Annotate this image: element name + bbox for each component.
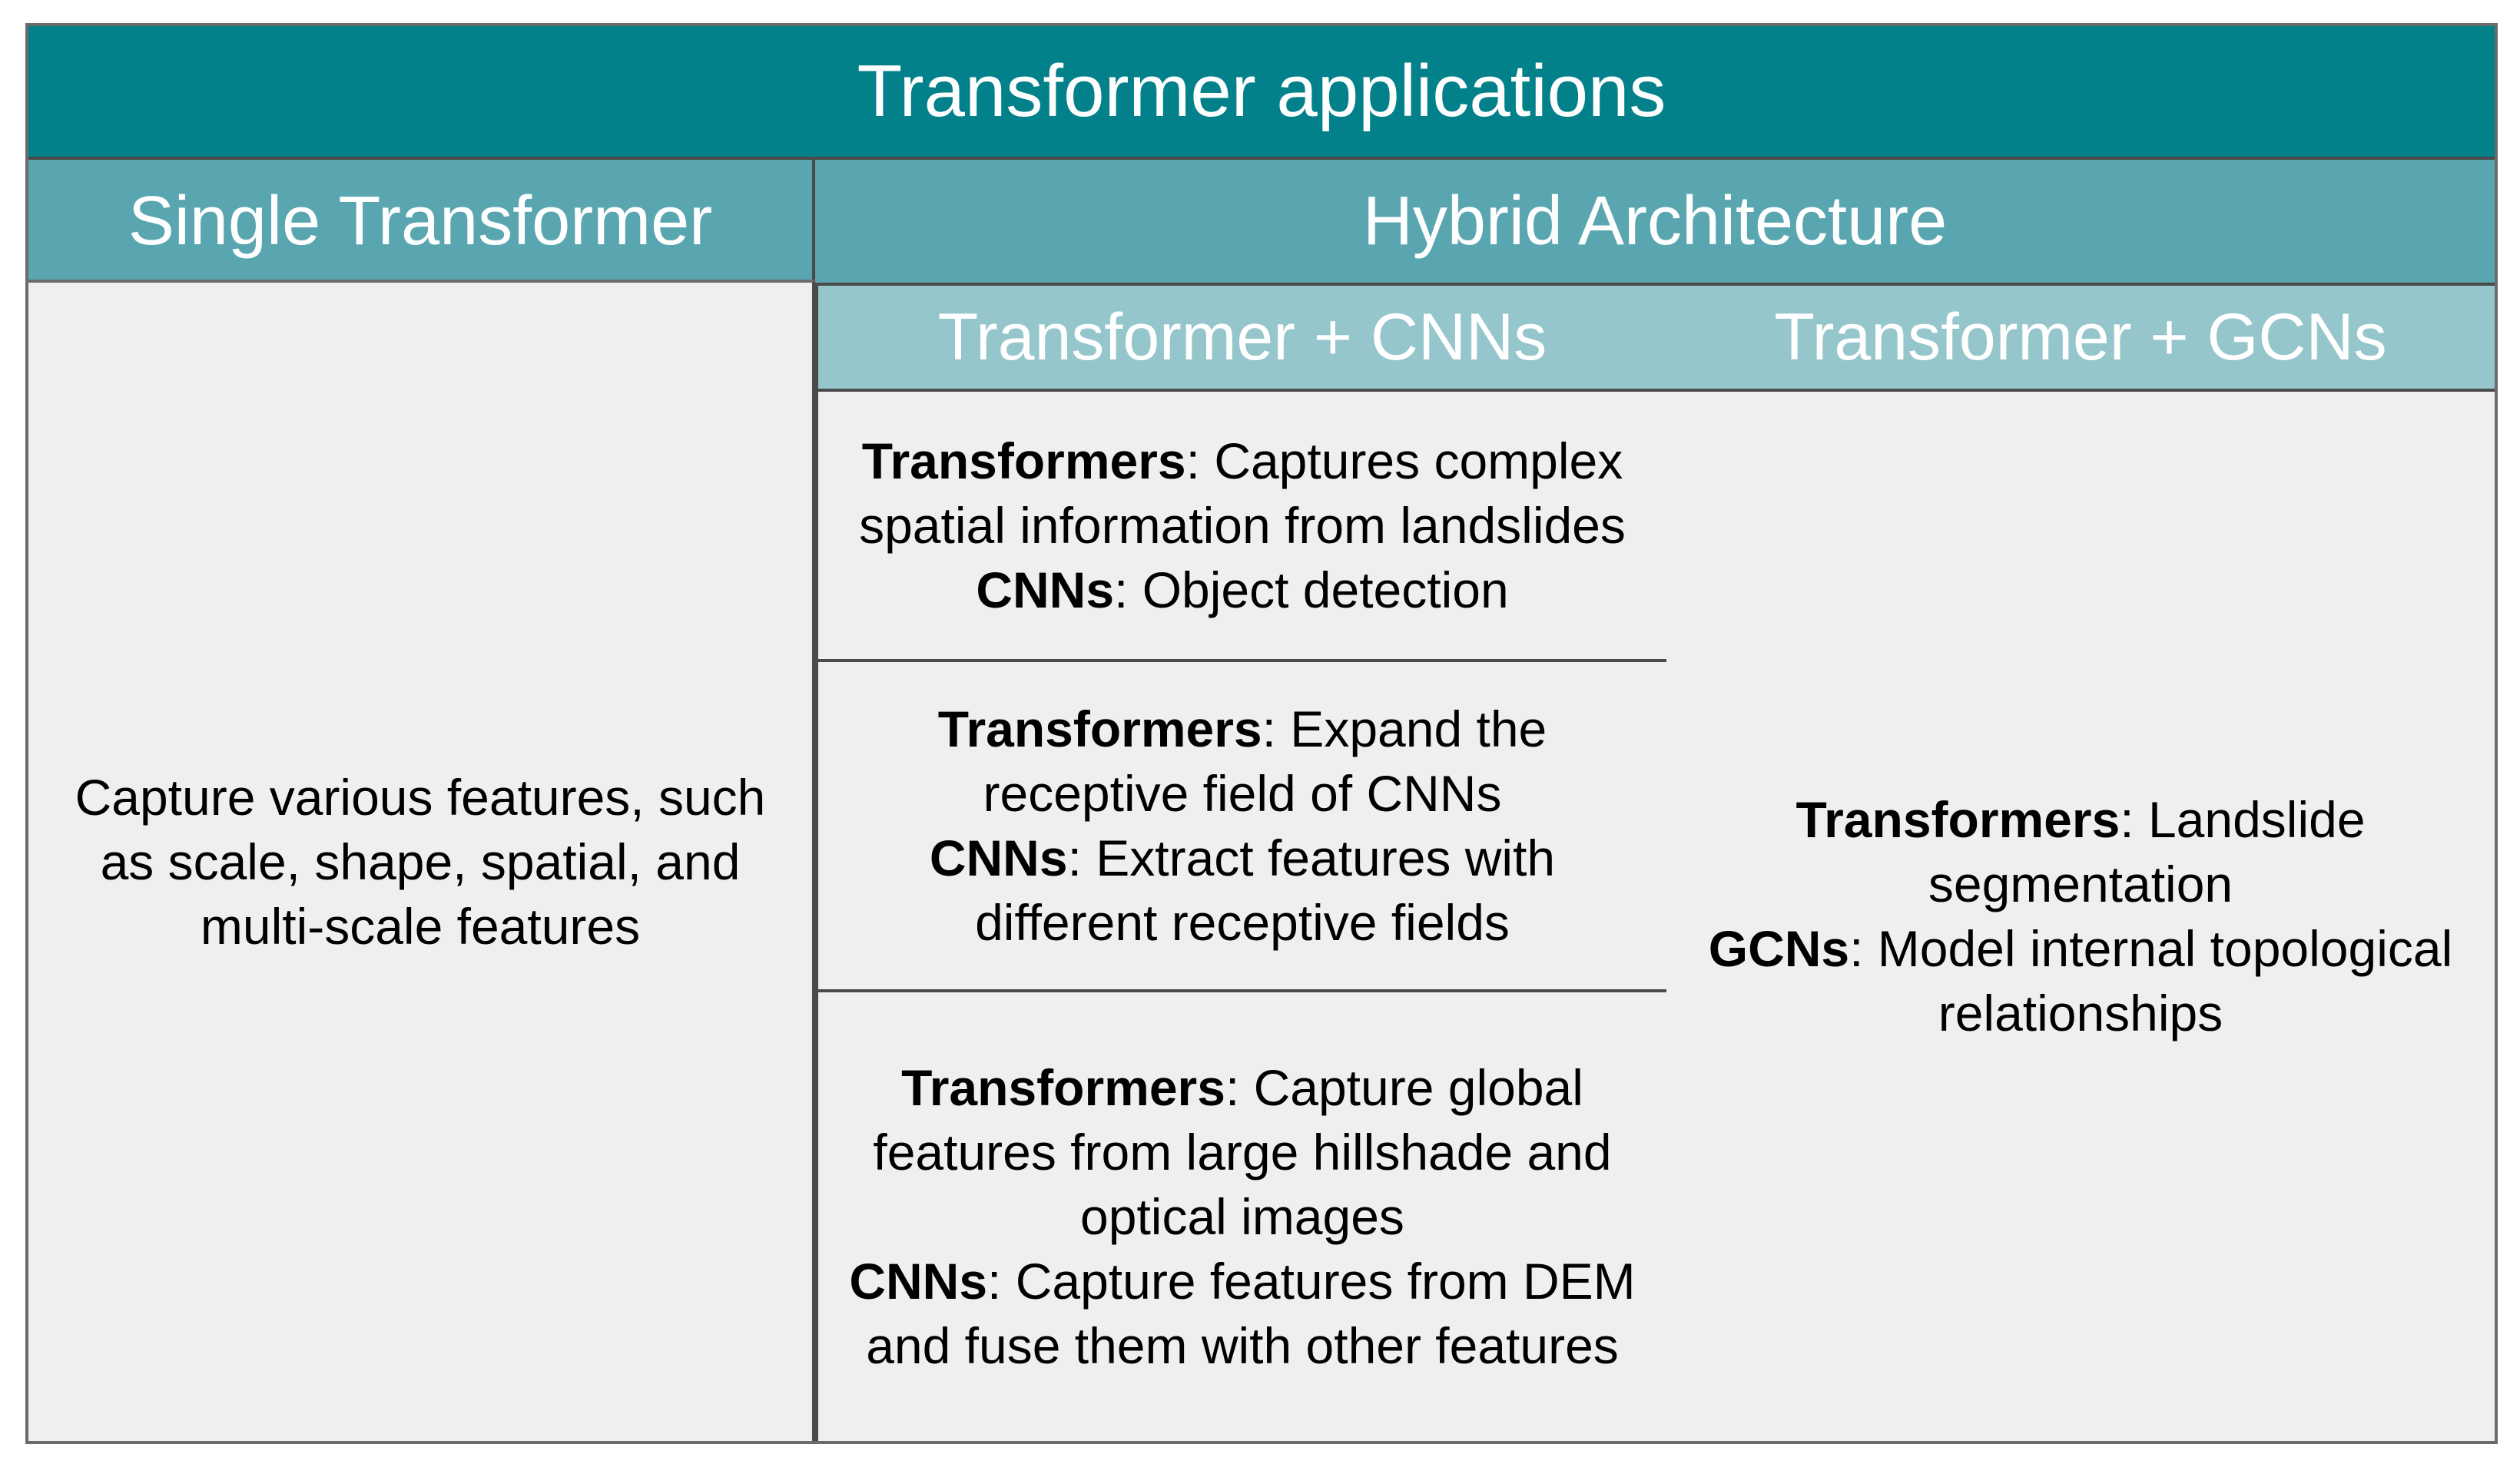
transformer-cnns-cell-3: Transformers: Capture global features fr… [815,992,1670,1441]
transformer-cnns-header: Transformer + CNNs [815,283,1670,392]
transformer-gcns-header-text: Transformer + GCNs [1774,300,2387,374]
transformer-gcns-cell: Transformers: Landslide segmentation GCN… [1666,392,2495,1441]
transformer-cnns-header-text: Transformer + CNNs [937,300,1547,374]
gcn-line1: Transformers: Landslide segmentation [1796,791,2366,912]
transformer-cnns-cell-1: Transformers: Captures complex spatial i… [815,392,1670,662]
cnn-row2-line2: CNNs: Extract features with different re… [929,830,1556,951]
cnn-row2-line1: Transformers: Expand the receptive field… [937,700,1547,822]
single-transformer-header: Single Transformer [28,160,815,283]
hybrid-architecture-header: Hybrid Architecture [815,160,2495,283]
cnn-row1-line2: CNNs: Object detection [976,561,1509,618]
transformer-gcns-header: Transformer + GCNs [1666,283,2495,392]
applications-table: Transformer applications Single Transfor… [25,23,2498,1444]
cnn-row3-line2: CNNs: Capture features from DEM and fuse… [849,1253,1636,1374]
single-transformer-header-text: Single Transformer [128,182,713,260]
transformer-cnns-cell-2: Transformers: Expand the receptive field… [815,662,1670,992]
single-transformer-description: Capture various features, such as scale,… [75,769,766,955]
single-transformer-cell: Capture various features, such as scale,… [28,280,815,1441]
table-title: Transformer applications [28,26,2495,160]
cnn-row3-line1: Transformers: Capture global features fr… [873,1059,1612,1245]
gcn-line2: GCNs: Model internal topological relatio… [1708,920,2453,1041]
table-title-text: Transformer applications [857,50,1666,132]
hybrid-architecture-header-text: Hybrid Architecture [1362,182,1948,260]
cnn-row1-line1: Transformers: Captures complex spatial i… [859,432,1626,554]
